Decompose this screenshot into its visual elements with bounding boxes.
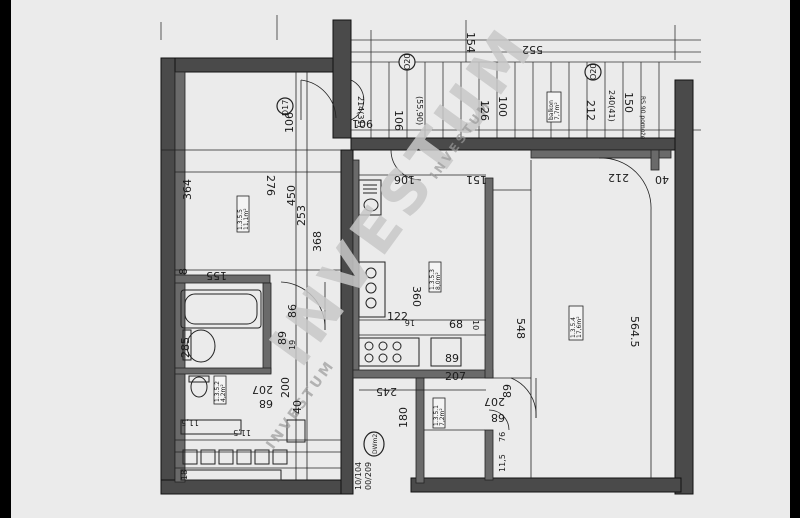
dim-150: 150 xyxy=(622,92,635,113)
dim-126: 126 xyxy=(478,100,491,121)
room-4-area: 7,2m² xyxy=(439,408,446,426)
dim-10-104: 10/104 xyxy=(354,462,363,490)
room-3-area: 4,2m² xyxy=(220,384,227,402)
dim-18: 18 xyxy=(180,470,189,480)
dim-11-5-b: 11,5 xyxy=(233,428,251,437)
circle-label-d17: D17 xyxy=(281,100,290,116)
dim-89-left: 89 xyxy=(276,331,289,345)
dim-212-room: 212 xyxy=(608,171,629,184)
dim-285: 285 xyxy=(179,337,192,358)
dim-180: 180 xyxy=(397,407,410,428)
balcony-area: 7,7m² xyxy=(554,102,561,120)
floor-plan-sheet: INVESTUM INVESTUM INVESTUM 1.3.5.5 11,1m… xyxy=(11,0,790,518)
dim-154: 154 xyxy=(464,32,477,53)
dim-122: 122 xyxy=(387,310,408,323)
dim-106-left: 106 xyxy=(283,112,296,133)
kitchen-fixtures xyxy=(180,179,462,481)
dim-100: 100 xyxy=(496,96,509,117)
dim-11-5-a: 11,5 xyxy=(181,418,199,427)
rs90-note: RS 90 pomoże xyxy=(639,96,646,140)
dim-450: 450 xyxy=(285,185,298,206)
balcony-code: balkon xyxy=(548,100,555,120)
dim-89-mid: 89 xyxy=(445,352,459,365)
dim-212-balcony: 212 xyxy=(584,100,597,121)
dim-155: 155 xyxy=(206,269,227,282)
dim-00-209: 00/209 xyxy=(364,462,373,490)
dim-245: 245 xyxy=(376,385,397,398)
circle-label-o20-left: O20 xyxy=(403,54,412,70)
dim-55-90: (55,90) xyxy=(415,96,424,125)
dim-548: 548 xyxy=(514,318,527,339)
dim-207-right: 207 xyxy=(484,395,505,408)
floor-plan-drawing xyxy=(160,15,701,495)
dim-276: 276 xyxy=(264,175,277,196)
interior-walls xyxy=(174,71,672,484)
room-1-code: 1.3.5.5 xyxy=(237,209,244,230)
room-3-code: 1.3.5.2 xyxy=(214,381,221,402)
dim-253: 253 xyxy=(295,205,308,226)
door-swings xyxy=(280,79,652,431)
dim-40-left: 40 xyxy=(291,400,304,414)
plan-annotations: INVESTUM INVESTUM INVESTUM 1.3.5.5 11,1m… xyxy=(177,14,669,490)
room-5-code: 1.3.5.4 xyxy=(570,317,577,338)
dim-214-31: 214(31) xyxy=(356,96,365,128)
dim-68-right: 68 xyxy=(491,411,505,424)
room-2-code: 1.3.5.3 xyxy=(429,269,436,290)
dim-106-kitchen: 106 xyxy=(394,173,415,186)
dim-19: 19 xyxy=(288,340,297,350)
dim-207-mid: 207 xyxy=(445,370,466,383)
dim-11-5-c: 11,5 xyxy=(498,454,507,472)
dim-76: 76 xyxy=(498,432,507,442)
dim-368: 368 xyxy=(311,231,324,252)
circle-label-dwm2: DWm2 xyxy=(372,434,379,454)
dim-10: 10 xyxy=(471,320,480,330)
dim-40-right: 40 xyxy=(655,173,669,186)
dim-68-left: 68 xyxy=(259,397,273,410)
dim-564-5: 564.5 xyxy=(628,316,641,348)
outer-walls xyxy=(160,19,694,495)
dim-8: 8 xyxy=(177,268,190,275)
room-2-area: 8,0m² xyxy=(435,272,442,290)
room-label-boxes xyxy=(213,91,584,429)
room-4-code: 1.3.5.1 xyxy=(433,405,440,426)
dim-360: 360 xyxy=(410,286,423,307)
marker-circles xyxy=(276,53,602,457)
dim-16: 16 xyxy=(405,318,415,327)
dim-207-left: 207 xyxy=(252,383,273,396)
dim-552: 552 xyxy=(522,43,543,56)
circle-label-o20-right: O20 xyxy=(589,64,598,80)
dim-89-right: 89 xyxy=(501,384,514,398)
dim-901: 901 xyxy=(352,117,373,130)
dim-240-41: 240(41) xyxy=(607,90,616,122)
dim-200: 200 xyxy=(279,377,292,398)
dim-86: 86 xyxy=(286,304,299,318)
dim-364: 364 xyxy=(181,179,194,200)
room-5-area: 17,6m² xyxy=(576,316,583,338)
room-1-area: 11,1m² xyxy=(243,208,250,230)
drafting-lines xyxy=(161,72,652,480)
dim-106-balcony: 106 xyxy=(392,110,405,131)
dim-151: 151 xyxy=(466,173,487,186)
bathroom-fixtures xyxy=(180,289,288,465)
dim-68-mid: 68 xyxy=(449,318,463,331)
